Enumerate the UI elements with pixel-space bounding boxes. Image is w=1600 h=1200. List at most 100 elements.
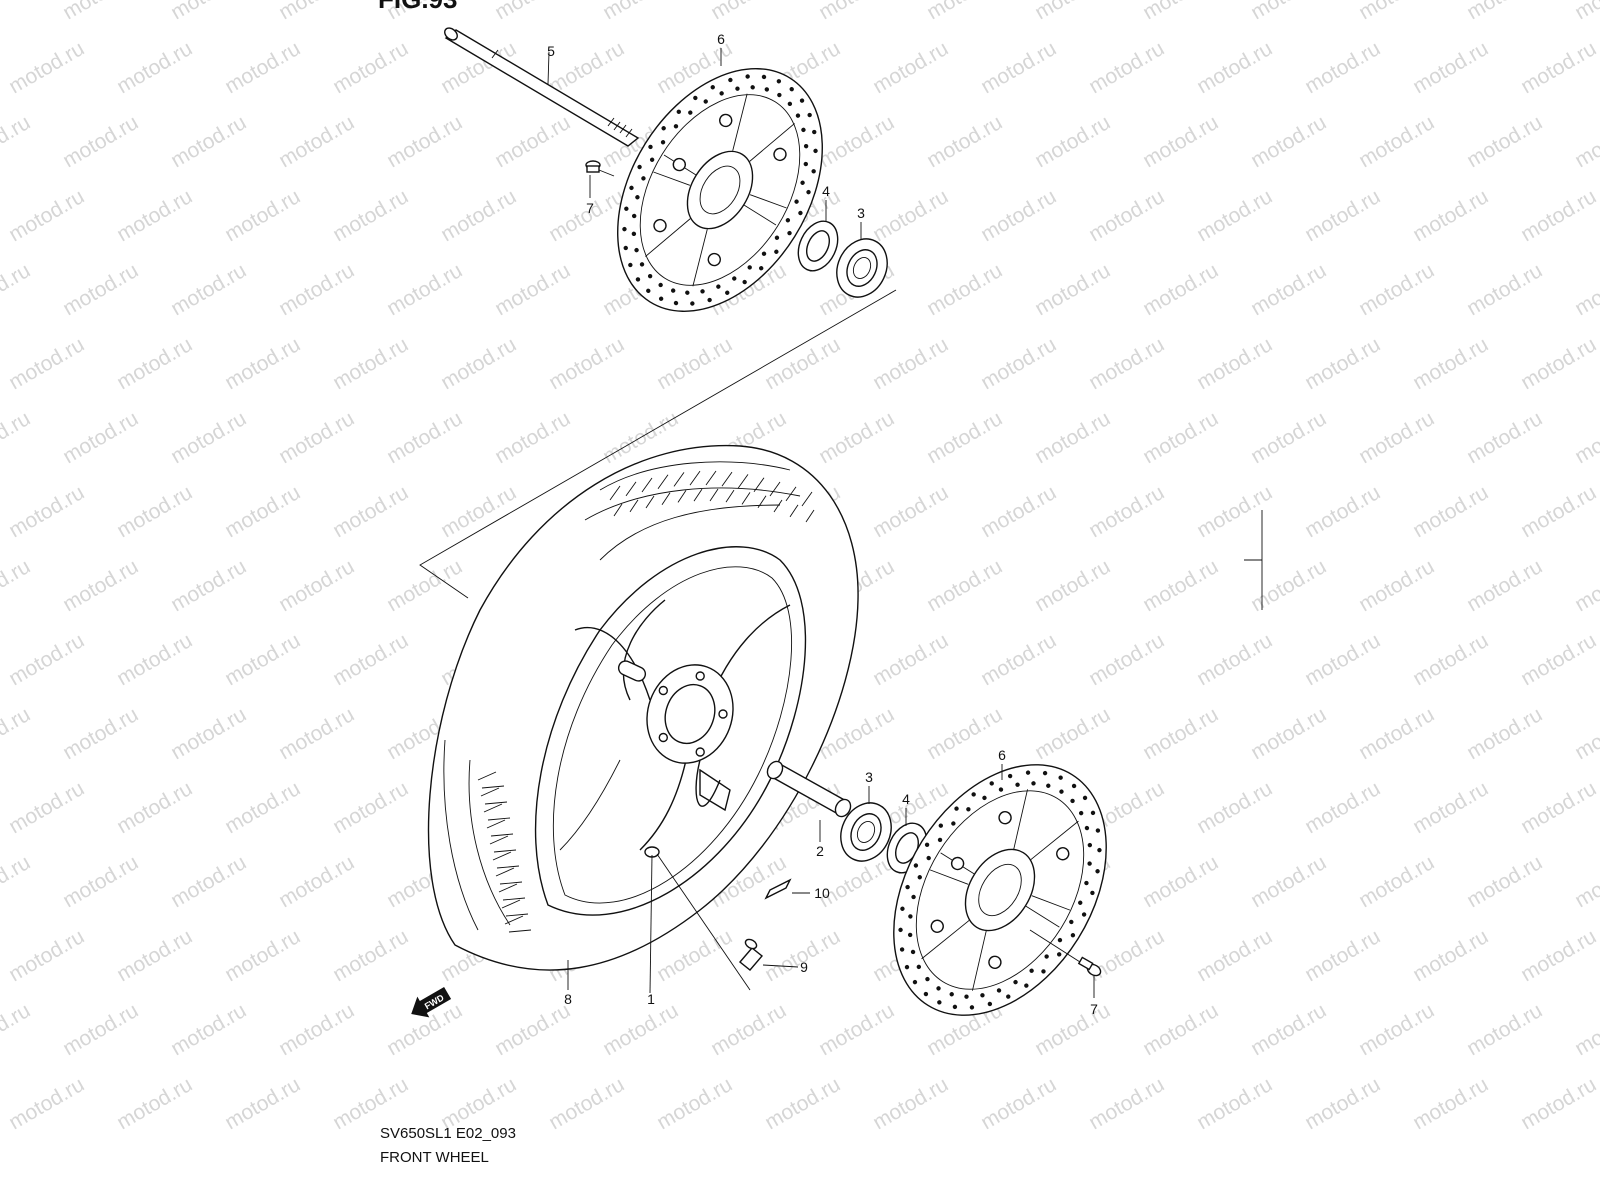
watermark-text: motod.ru bbox=[1463, 111, 1546, 172]
watermark-text: motod.ru bbox=[1571, 555, 1600, 616]
tire-tread bbox=[785, 486, 799, 518]
disc-hole bbox=[811, 169, 816, 174]
disc-hole bbox=[1082, 795, 1088, 801]
disc-hole bbox=[673, 300, 679, 306]
watermark-text: motod.ru bbox=[761, 333, 844, 394]
watermark-text: motod.ru bbox=[1085, 481, 1168, 542]
watermark-text: motod.ru bbox=[1355, 555, 1438, 616]
watermark-text: motod.ru bbox=[1517, 629, 1600, 690]
watermark-text: motod.ru bbox=[59, 259, 142, 320]
disc-hole bbox=[728, 77, 733, 83]
callout-5: 5 bbox=[547, 43, 555, 59]
watermark-text: motod.ru bbox=[761, 1073, 844, 1134]
tire-tread bbox=[486, 819, 514, 837]
disc-hole bbox=[628, 262, 633, 268]
disc-hole bbox=[1042, 770, 1048, 776]
disc-hole bbox=[799, 98, 805, 103]
disc-hole bbox=[685, 290, 690, 295]
disc-hole bbox=[787, 230, 792, 236]
disc-hole bbox=[966, 807, 971, 812]
watermark-text: motod.ru bbox=[1301, 185, 1384, 246]
watermark-text: motod.ru bbox=[5, 37, 88, 98]
watermark-text: motod.ru bbox=[113, 629, 196, 690]
watermark-text: motod.ru bbox=[1301, 629, 1384, 690]
disc-hole bbox=[1013, 979, 1018, 985]
watermark-text: motod.ru bbox=[329, 629, 412, 690]
disc-hole bbox=[813, 148, 818, 154]
disc-hole bbox=[725, 290, 730, 295]
watermark-text: motod.ru bbox=[113, 777, 196, 838]
disc-hole bbox=[732, 276, 737, 281]
disc-hole bbox=[1070, 933, 1076, 938]
watermark-text: motod.ru bbox=[383, 259, 466, 320]
watermark-text: motod.ru bbox=[1301, 777, 1384, 838]
disc-hole bbox=[789, 86, 794, 92]
watermark-text: motod.ru bbox=[221, 1073, 304, 1134]
callout-layer: 5 6 7 4 3 3 4 6 2 10 9 8 1 7 bbox=[547, 31, 1098, 1017]
disc-hole bbox=[1097, 847, 1102, 853]
tire-tread bbox=[501, 899, 529, 917]
watermark-text: motod.ru bbox=[275, 0, 358, 24]
watermark-text: motod.ru bbox=[1409, 1073, 1492, 1134]
disc-hole bbox=[1041, 969, 1046, 974]
watermark-text: motod.ru bbox=[275, 703, 358, 764]
watermark-text: motod.ru bbox=[167, 851, 250, 912]
watermark-text: motod.ru bbox=[1463, 259, 1546, 320]
watermark-text: motod.ru bbox=[1139, 407, 1222, 468]
disc-hole bbox=[926, 855, 931, 861]
watermark-text: motod.ru bbox=[977, 333, 1060, 394]
disc-hole bbox=[1029, 968, 1034, 973]
watermark-text: motod.ru bbox=[545, 37, 628, 98]
watermark-text: motod.ru bbox=[1247, 851, 1330, 912]
watermark-text: motod.ru bbox=[1085, 629, 1168, 690]
watermark-text: motod.ru bbox=[113, 481, 196, 542]
disc-hole bbox=[716, 284, 721, 289]
disc-hole bbox=[969, 1005, 975, 1010]
valve-drawing bbox=[738, 938, 799, 971]
watermark-text: motod.ru bbox=[113, 185, 196, 246]
watermark-text: motod.ru bbox=[113, 37, 196, 98]
watermark-text: motod.ru bbox=[869, 481, 952, 542]
watermark-text: motod.ru bbox=[653, 333, 736, 394]
watermark-text: motod.ru bbox=[1031, 407, 1114, 468]
disc-hole bbox=[688, 110, 693, 115]
watermark-text: motod.ru bbox=[1463, 999, 1546, 1060]
watermark-text: motod.ru bbox=[923, 259, 1006, 320]
disc-hole bbox=[676, 109, 681, 114]
watermark-text: motod.ru bbox=[0, 407, 34, 468]
watermark-text: motod.ru bbox=[1355, 111, 1438, 172]
disc-hole bbox=[949, 992, 954, 997]
disc-hole bbox=[925, 976, 930, 982]
disc-hole bbox=[745, 74, 750, 79]
disc-hole bbox=[735, 86, 740, 91]
watermark-text: motod.ru bbox=[437, 185, 520, 246]
watermark-text: motod.ru bbox=[1355, 0, 1438, 24]
disc-hole bbox=[936, 986, 941, 991]
disc-hole bbox=[795, 113, 801, 118]
watermark-text: motod.ru bbox=[383, 407, 466, 468]
disc-hole bbox=[916, 964, 922, 970]
watermark-text: motod.ru bbox=[1031, 259, 1114, 320]
watermark-text: motod.ru bbox=[1409, 629, 1492, 690]
disc-hole bbox=[776, 79, 782, 84]
tire-tread bbox=[657, 474, 671, 506]
figure-title: FIG.93 bbox=[378, 0, 457, 14]
watermark-text: motod.ru bbox=[275, 555, 358, 616]
watermark-text: motod.ru bbox=[815, 999, 898, 1060]
disc-hole bbox=[1069, 919, 1074, 925]
bearing-lower-drawing bbox=[840, 786, 892, 862]
watermark-text: motod.ru bbox=[1409, 37, 1492, 98]
disc-hole bbox=[635, 277, 641, 282]
disc-hole bbox=[634, 247, 639, 253]
callout-6: 6 bbox=[717, 31, 725, 47]
disc-hole bbox=[1058, 775, 1063, 780]
watermark-text: motod.ru bbox=[1031, 555, 1114, 616]
disc-hole bbox=[1071, 783, 1077, 789]
watermark-text: motod.ru bbox=[1301, 1073, 1384, 1134]
watermark-text: motod.ru bbox=[1139, 111, 1222, 172]
tire-tread bbox=[673, 472, 687, 503]
disc-hole bbox=[1090, 810, 1096, 816]
hub-bolt bbox=[695, 671, 705, 681]
disc-hole bbox=[690, 301, 695, 306]
disc-hole bbox=[900, 906, 905, 911]
